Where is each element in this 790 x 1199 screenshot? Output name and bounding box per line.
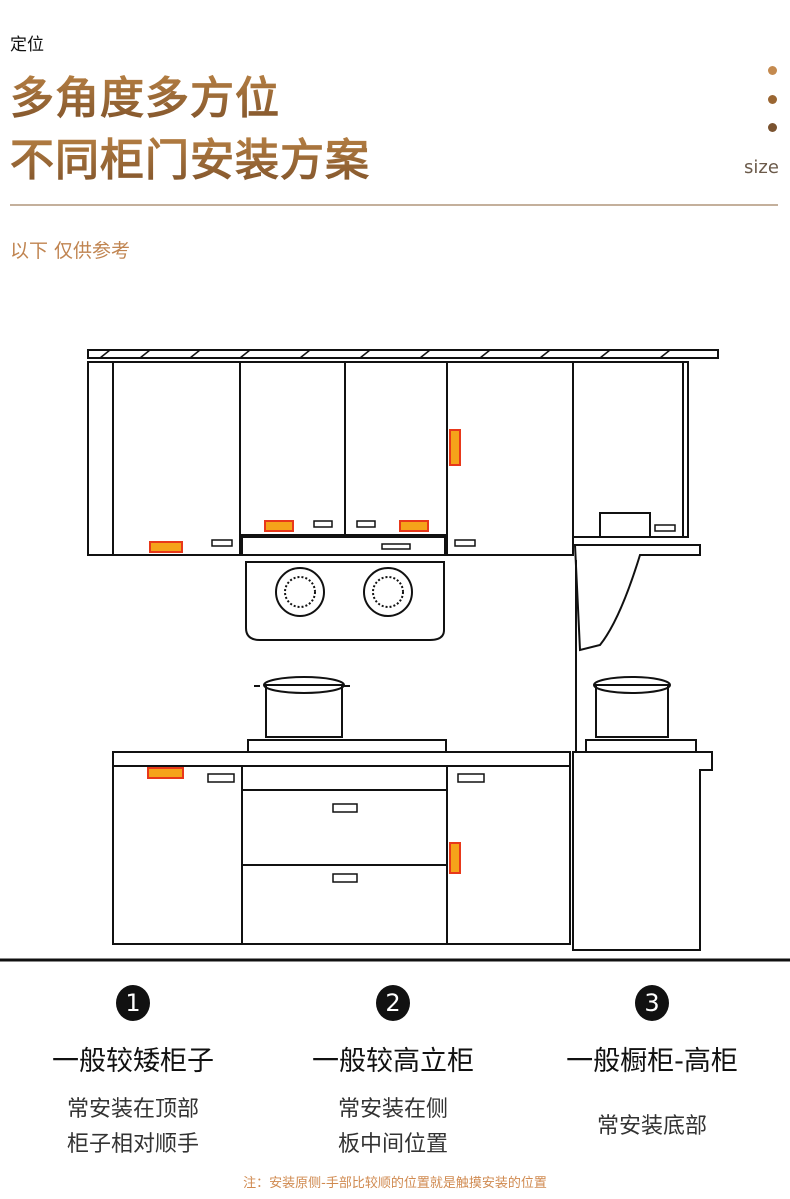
handle-markers — [147, 429, 461, 874]
decor-dot — [768, 123, 777, 132]
item-desc: 板中间位置 — [337, 1132, 448, 1157]
item-desc: 常安装底部 — [596, 1114, 707, 1139]
page-title-line2: 不同柜门安装方案 — [10, 124, 370, 188]
item-3: 3 一般橱柜-高柜 常安装底部 — [522, 985, 782, 1144]
handle-marker — [449, 842, 461, 874]
number-badge: 1 — [116, 985, 150, 1021]
item-desc: 常安装在顶部 — [66, 1097, 199, 1122]
upper-countertop — [87, 349, 719, 359]
decor-dot — [768, 95, 777, 104]
handle-marker — [264, 520, 294, 532]
handle-marker — [147, 767, 184, 779]
handle-marker — [449, 429, 461, 466]
item-desc: 柜子相对顺手 — [66, 1132, 199, 1157]
item-title: 一般较矮柜子 — [52, 1046, 214, 1077]
section-label: 定位 — [10, 35, 44, 55]
subtitle: 以下 仅供参考 — [10, 240, 131, 262]
item-title: 一般较高立柜 — [312, 1046, 474, 1077]
handle-marker — [149, 541, 183, 553]
item-1: 1 一般较矮柜子 常安装在顶部柜子相对顺手 — [3, 985, 263, 1162]
page-title-line1: 多角度多方位 — [10, 62, 280, 126]
decor-dot — [768, 66, 777, 75]
number-badge: 2 — [376, 985, 410, 1021]
item-2: 2 一般较高立柜 常安装在侧板中间位置 — [263, 985, 523, 1162]
divider — [10, 204, 778, 206]
size-tag: size — [744, 157, 779, 178]
upper-cabinets — [87, 361, 689, 556]
item-desc: 常安装在侧 — [337, 1097, 448, 1122]
footnote: 注：安装原侧-手部比较顺的位置就是触摸安装的位置 — [243, 1176, 547, 1191]
kitchen-illustration — [0, 349, 790, 962]
lower-cabinets — [0, 751, 790, 962]
handle-marker — [399, 520, 429, 532]
right-hood — [573, 544, 701, 752]
item-title: 一般橱柜-高柜 — [566, 1046, 738, 1077]
pots-and-stove — [247, 676, 697, 753]
number-badge: 3 — [635, 985, 669, 1021]
range-hood — [241, 536, 446, 641]
